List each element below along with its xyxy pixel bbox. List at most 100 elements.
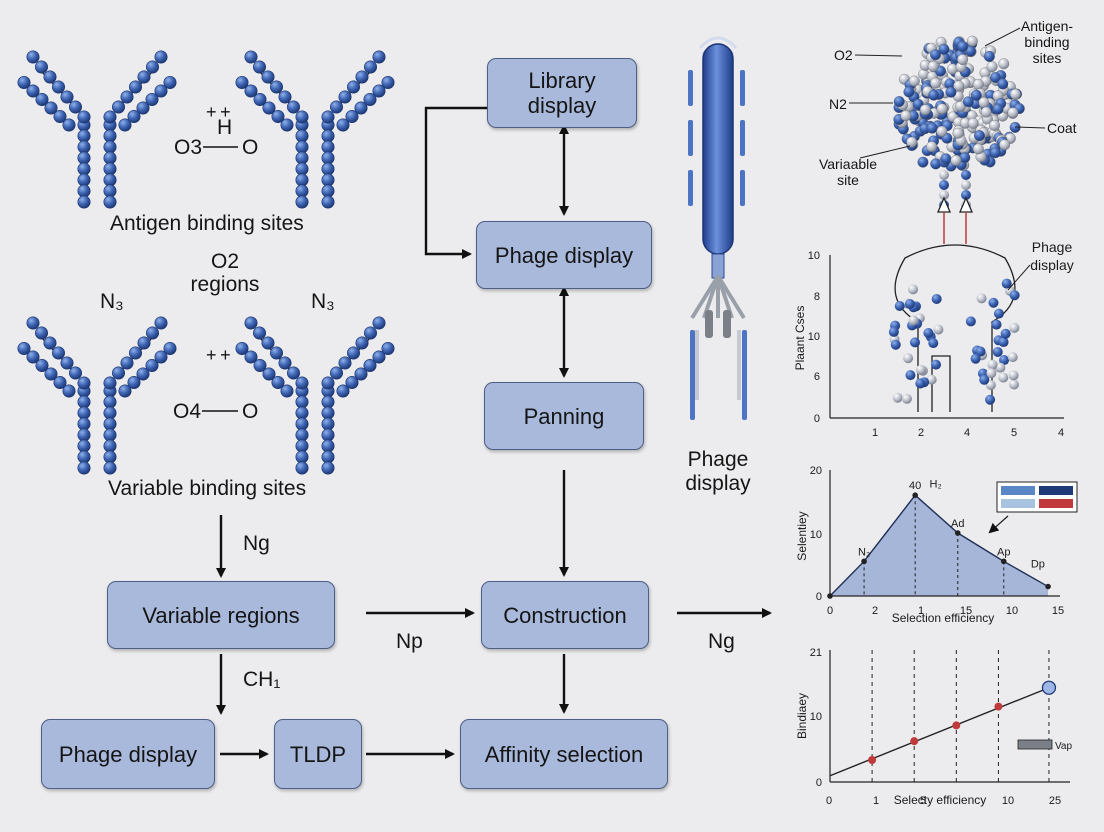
plot1-bead [976,293,987,304]
antibody-bead [345,375,359,389]
plot1-bead [933,324,944,335]
antibody-bead [295,461,309,475]
plot1-bead [908,315,919,326]
plot1-bead [888,326,899,337]
sphere-bead [938,43,950,55]
antibody-bead [235,341,249,355]
plot1-annotation-line1: Phage [1032,239,1073,255]
antibody-bead [77,439,91,453]
sphere-antigen-sites-label: Antigen- binding sites [1020,18,1074,66]
tldp-label: TLDP [289,741,347,767]
sphere-bead [970,89,982,101]
antibody-bead [103,376,117,390]
sphere-bead [930,49,941,61]
antibody-bead [381,76,395,90]
plot1-bead [993,308,1004,319]
antibody-bead [146,60,160,74]
antibody-bead [118,118,132,132]
phage-collar [711,253,725,279]
antibody-bead [269,346,283,360]
antibody-bead [295,140,309,154]
antibody-bead [345,110,359,124]
antibody-bead [103,395,117,409]
sphere-bead [903,86,915,98]
antibody-bead [112,100,126,114]
library-loop-arrow [424,106,487,259]
plot1-bead [892,392,903,403]
line-x-label: Selecty efficiency [894,793,987,807]
antibody-bead [43,70,57,84]
sphere-o2-label: O2 [834,47,853,63]
area-x-tick: 15 [960,605,972,617]
sphere-bead [972,143,984,155]
line-y-tick: 0 [816,777,822,789]
antibody-bead [286,100,300,114]
antibody-bead [26,84,40,98]
area-point-label: Ad [951,518,964,530]
plot1-bead [931,293,942,304]
sphere-bead [939,190,949,200]
antibody-bead [253,93,267,107]
plot1-bead [988,297,999,308]
antibody-bead [77,140,91,154]
plot1-bead [998,337,1009,348]
phage-tail-pin [723,310,731,338]
plot1-annotation-pointer [1007,264,1031,291]
sphere-bead [986,61,998,73]
antibody-bead [77,450,91,464]
sphere-bead [926,122,938,134]
plot1-bead [992,346,1003,357]
antibody-bead [77,417,91,431]
antibody-bead [103,406,117,420]
line-legend-label: Vap [1055,741,1072,752]
antibody-bead [51,80,65,94]
right-n-label: N₃ [311,290,335,313]
plot1-bead [985,380,996,391]
sphere-bead [966,35,978,47]
antibody-bead [77,162,91,176]
sphere-variable-site-label: Variaable site [818,156,878,188]
plot1-y-tick: 0 [814,413,820,425]
antibody-bead [372,316,386,330]
sphere-bead [928,89,940,101]
plot1-bead [926,374,937,385]
antibody-bead [129,346,143,360]
antibody-bead [103,461,117,475]
top-plus-sign: + + [206,102,231,122]
sphere-bead [972,79,984,90]
antibody-bead [338,90,352,104]
antibody-bead [321,129,335,143]
plot1-bead [979,374,990,385]
phage-capsid [702,43,734,255]
bottom-plus-sign: + + [206,345,231,365]
plot1-y-label: Plaant Cses [793,306,807,371]
antibody-bead [244,316,258,330]
line-x-tick: 5 [920,795,926,807]
plot1-x-tick: 5 [1011,427,1017,439]
sphere-bead [939,170,949,180]
antibody-bead [26,316,40,330]
phage-fiber [688,170,693,206]
antibody-bead [69,100,83,114]
antibody-bead [271,110,285,124]
plot1-bead [1008,379,1019,390]
sphere-bead [957,41,969,52]
library-display-box: Library display [487,58,637,128]
antibody-bead [26,350,40,364]
plot1-bead [975,346,986,357]
antibody-bead [69,366,83,380]
antibody-bead [372,84,386,98]
antibody-bead [103,450,117,464]
left-n-label: N₃ [100,290,124,313]
line-end-point [1041,680,1057,695]
antibody-bead [154,350,168,364]
plot1-bead [1009,322,1020,333]
panning-label: Panning [523,403,605,429]
antibody-bead [271,375,285,389]
phage-display-bottom-label: Phage display [58,741,198,767]
plot1-bead [931,359,942,370]
antibody-bead [103,173,117,187]
antibody-bead [295,110,309,124]
antibody-bead [44,101,58,115]
